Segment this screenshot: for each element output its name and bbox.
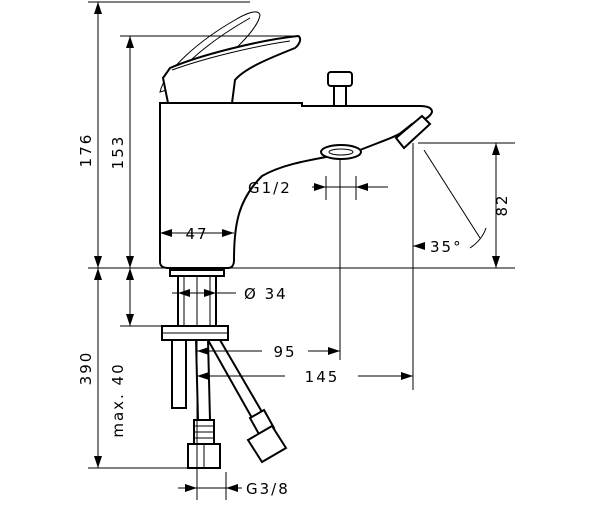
label-145: 145 <box>305 368 340 386</box>
label-g38: G3/8 <box>246 480 290 498</box>
dim-390-arrow-bottom <box>94 456 102 468</box>
dim-40-arrow-top <box>126 268 134 280</box>
dim-390-arrow-top <box>94 268 102 280</box>
label-max-40: max. 40 <box>109 362 127 437</box>
dim-95-arrow-left <box>197 347 209 355</box>
label-153: 153 <box>109 135 127 170</box>
aerator <box>394 114 432 150</box>
fixing-rod <box>171 339 187 409</box>
dim-34-arrow-right <box>204 289 216 297</box>
dim-153-arrow-top <box>126 36 134 48</box>
hose-2-nut <box>246 424 288 464</box>
dim-34-arrow-left <box>178 289 190 297</box>
below-deck-assembly <box>88 267 515 469</box>
dim-95-arrow-right <box>328 347 340 355</box>
diverter-knob-stem <box>333 85 347 107</box>
outlet-nozzle-inner <box>328 148 354 156</box>
dim-g12-arrow-left <box>314 183 326 191</box>
lever-highlight <box>171 40 291 71</box>
diverter-knob-top <box>327 71 353 87</box>
lever-handle <box>161 34 302 104</box>
label-47: 47 <box>185 225 208 243</box>
outlet-nozzle <box>320 144 362 160</box>
dim-47-arrow-left <box>160 229 172 237</box>
dimension-lines <box>88 1 515 500</box>
dim-40-arrow-bottom <box>126 314 134 326</box>
dim-g38-arrow-left <box>185 484 197 492</box>
dim-82-arrow-bottom <box>492 256 500 268</box>
dim-145-arrow-right <box>401 372 413 380</box>
dim-47-arrow-right <box>222 229 234 237</box>
dim-153-arrow-bottom <box>126 256 134 268</box>
dim-145-arrow-left <box>197 372 209 380</box>
label-82: 82 <box>493 193 511 216</box>
dim-176-arrow-top <box>94 2 102 14</box>
faucet-body <box>159 11 434 269</box>
label-176: 176 <box>77 133 95 168</box>
hose-2 <box>206 339 264 420</box>
dimension-labels: 176 153 390 max. 40 82 47 G1/2 35° Ø 34 … <box>77 133 511 498</box>
label-diameter-34: Ø 34 <box>244 285 288 303</box>
dim-82-arrow-top <box>492 143 500 155</box>
label-95: 95 <box>273 343 296 361</box>
angle-ext <box>423 149 481 239</box>
dim-g38-arrow-right <box>226 484 238 492</box>
dim-g12-arrow-right <box>356 183 368 191</box>
spout-body <box>159 102 434 269</box>
label-g12: G1/2 <box>248 179 292 197</box>
label-35-degrees: 35° <box>430 238 463 256</box>
dim-35-arrow <box>413 242 425 250</box>
label-390: 390 <box>77 351 95 386</box>
dim-176-arrow-bottom <box>94 256 102 268</box>
